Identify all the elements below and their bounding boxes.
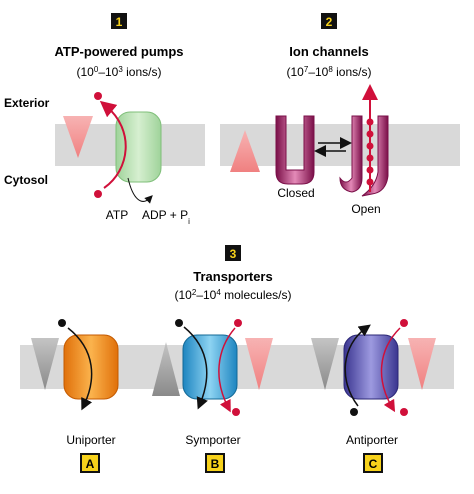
ion-dot-top: [94, 92, 102, 100]
adp-label: ADP + Pi: [142, 208, 190, 226]
channel-ion-2: [366, 130, 374, 138]
panel-3-number: 3: [230, 247, 237, 261]
concentration-gradient-2: [230, 130, 260, 172]
panel-1-number: 1: [116, 15, 123, 29]
uniporter-arrow: [67, 327, 93, 411]
panel-3-title: Transporters: [193, 269, 272, 284]
symporter-ion-top: [234, 319, 242, 327]
channel-ion-5: [366, 166, 374, 174]
atp-hydrolysis-arrow: [127, 177, 153, 204]
open-channel-left: [339, 115, 363, 193]
panel-transporters: 3 Transporters (102–104 molecules/s) Uni…: [20, 245, 454, 473]
pump-ion-arrow: [99, 100, 127, 189]
symporter-label: Symporter: [185, 433, 240, 447]
panel-1-rate: (100–103 ions/s): [77, 65, 162, 80]
panel-2-number: 2: [326, 15, 333, 29]
panel-3-rate: (102–104 molecules/s): [175, 288, 292, 303]
symporter-molecule-arrow: [183, 326, 208, 410]
uniporter-gradient: [31, 338, 59, 390]
badge-c: [363, 453, 383, 473]
antiporter-ion-top: [400, 319, 408, 327]
open-channel-right: [361, 115, 389, 197]
atp-label: ATP: [106, 208, 128, 222]
symporter-molecule: [175, 319, 183, 327]
panel-1-title: ATP-powered pumps: [54, 44, 183, 59]
closed-channel: [275, 115, 315, 185]
panel-2-badge: [321, 13, 337, 29]
channel-ion-3: [366, 142, 374, 150]
antiporter-pink-gradient: [408, 338, 436, 390]
membrane-2: [220, 124, 460, 166]
uniporter-label: Uniporter: [66, 433, 115, 447]
panel-2-rate: (107–108 ions/s): [287, 65, 372, 80]
channel-ion-6: [366, 178, 374, 186]
badge-a-label: A: [86, 457, 95, 471]
ion-dot-bottom: [94, 190, 102, 198]
antiporter-molecule: [350, 408, 358, 416]
antiporter-protein: [343, 334, 399, 400]
panel-3-badge: [225, 245, 241, 261]
cytosol-label: Cytosol: [4, 173, 48, 187]
badge-b: [205, 453, 225, 473]
panel-atp-pumps: 1 ATP-powered pumps (100–103 ions/s) Ext…: [4, 13, 205, 226]
closed-label: Closed: [277, 186, 314, 200]
badge-a: [80, 453, 100, 473]
panel-2-title: Ion channels: [289, 44, 368, 59]
panel-1-badge: [111, 13, 127, 29]
exterior-label: Exterior: [4, 96, 50, 110]
concentration-gradient-1: [63, 116, 93, 158]
symporter-ion-bottom: [232, 408, 240, 416]
panel-ion-channels: 2 Ion channels (107–108 ions/s) Closed O…: [220, 13, 460, 216]
symporter-protein: [182, 334, 238, 400]
antiporter-label: Antiporter: [346, 433, 398, 447]
antiporter-gray-gradient: [311, 338, 339, 390]
badge-c-label: C: [369, 457, 378, 471]
open-label: Open: [351, 202, 380, 216]
atp-pump-protein: [115, 111, 162, 183]
antiporter-ion-arrow: [380, 327, 401, 413]
symporter-ion-arrow: [218, 327, 236, 413]
symporter-gray-gradient: [152, 342, 180, 396]
uniporter-molecule: [58, 319, 66, 327]
symporter-pink-gradient: [245, 338, 273, 390]
channel-ion-4: [366, 154, 374, 162]
antiporter-ion-bottom: [400, 408, 408, 416]
badge-b-label: B: [211, 457, 220, 471]
antiporter-molecule-arrow: [344, 324, 371, 407]
channel-ion-1: [366, 118, 374, 126]
